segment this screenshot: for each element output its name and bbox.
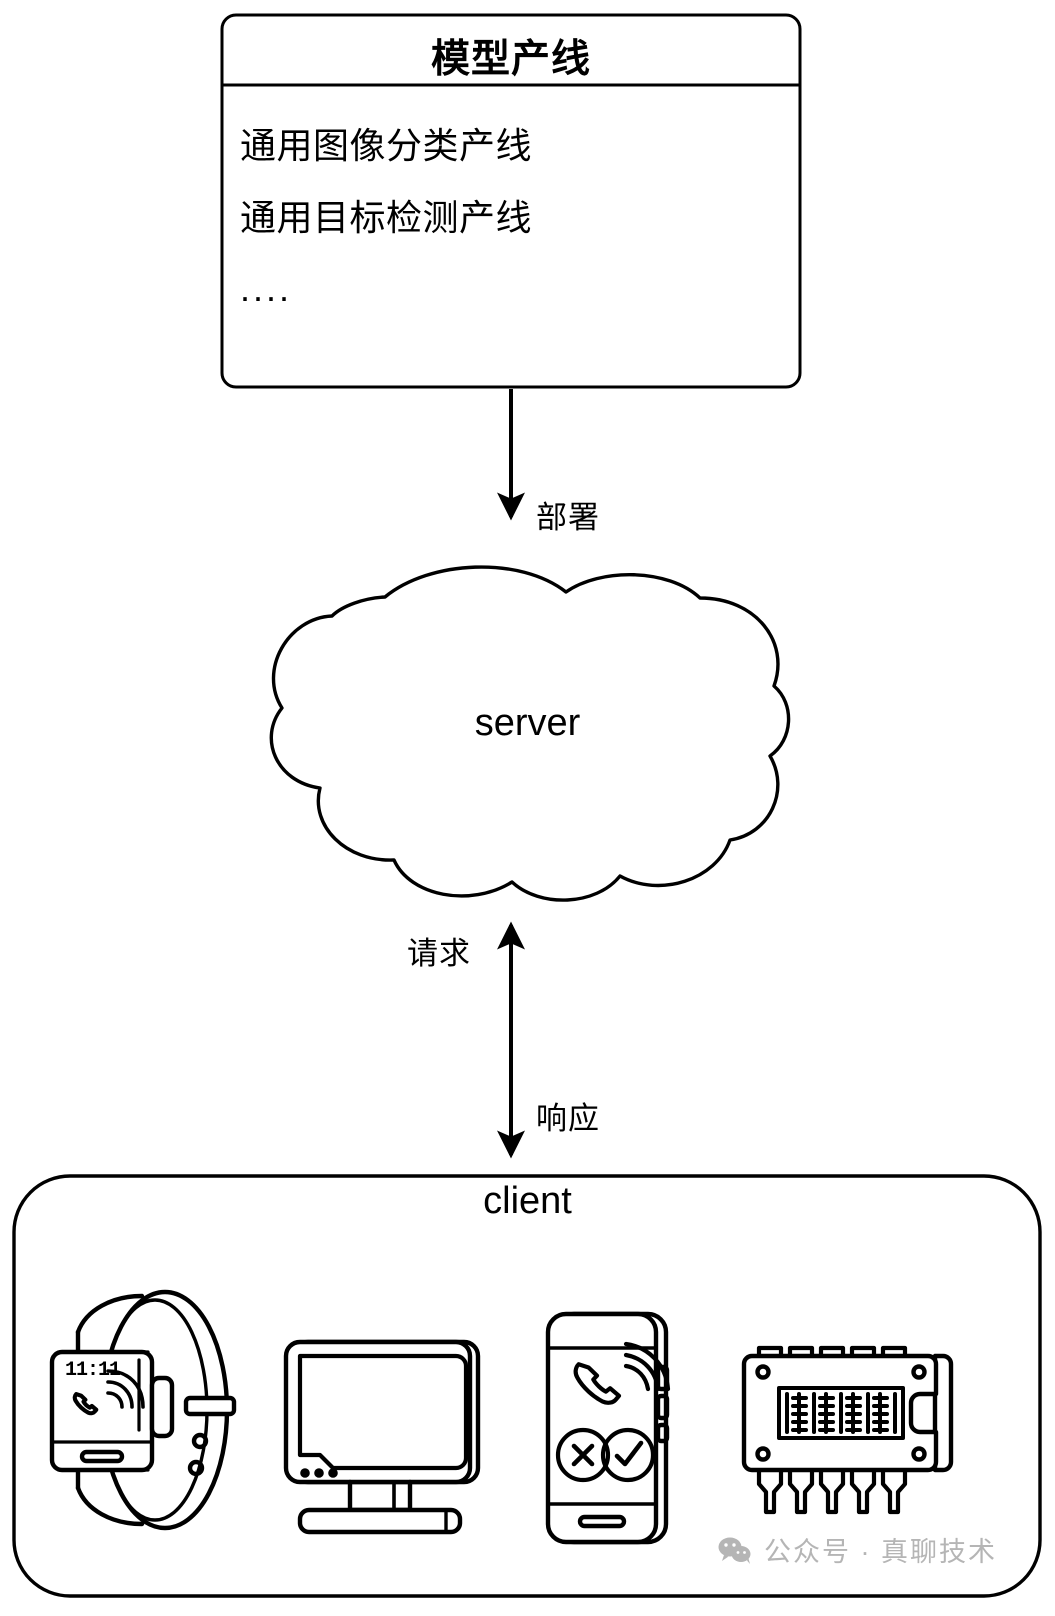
chip-pins-bottom: [756, 1467, 908, 1515]
pipeline-box-title: 模型产线: [430, 38, 591, 81]
wechat-icon: [718, 1537, 751, 1564]
watch-strap-hole: [191, 1432, 209, 1450]
watch-band-upper: [75, 1293, 145, 1335]
phone-reject-circle: [555, 1427, 611, 1483]
pipeline-item-image-classification[interactable]: 通用图像分类产线: [240, 125, 533, 166]
watch-wave-2: [106, 1380, 134, 1409]
server-label: server: [474, 702, 581, 744]
client-box[interactable]: [12, 1174, 1042, 1598]
chip-screw-hole: [911, 1364, 927, 1380]
smartwatch-icon: [49, 1289, 237, 1531]
pipeline-item-ellipsis: ....: [240, 268, 293, 309]
chip-body-rear: [932, 1353, 954, 1473]
pipeline-item-object-detection[interactable]: 通用目标检测产线: [240, 197, 533, 238]
watermark: 公众号 · 真聊技术: [718, 1530, 997, 1569]
monitor-led: [300, 1468, 310, 1478]
phone-accept-check: [614, 1440, 644, 1467]
pipeline-box-outline: [220, 13, 802, 389]
watch-handset-icon: [72, 1392, 99, 1416]
chip-die-traces: [785, 1392, 897, 1434]
smartwatch-screen-time: 11:11: [65, 1359, 121, 1382]
monitor-base: [297, 1507, 463, 1535]
pipeline-box[interactable]: [220, 13, 802, 389]
phone-wave-3: [623, 1341, 671, 1392]
phone-side-button[interactable]: [655, 1422, 670, 1444]
edge-label-response: 响应: [536, 1101, 600, 1136]
watch-strap-hole: [187, 1459, 205, 1477]
phone-wave-2: [623, 1352, 661, 1392]
monitor-screen[interactable]: [297, 1353, 469, 1471]
watch-buckle-bar: [183, 1395, 237, 1417]
watch-band-lower: [75, 1485, 145, 1527]
chip-screw-hole: [755, 1446, 771, 1462]
phone-handset-icon: [573, 1362, 622, 1405]
watch-home-button[interactable]: [79, 1449, 125, 1464]
watermark-text: 公众号 · 真聊技术: [764, 1537, 997, 1567]
watch-wave-1: [106, 1391, 124, 1409]
microchip-icon: [741, 1345, 954, 1515]
chip-pins-top: [756, 1345, 908, 1359]
watch-wave-3: [106, 1369, 145, 1409]
phone-reject-x-2: [571, 1443, 595, 1467]
phone-accept-circle: [600, 1427, 656, 1483]
server-cloud[interactable]: [269, 565, 791, 902]
smartphone-icon: [545, 1311, 671, 1545]
phone-reject-button[interactable]: [555, 1427, 611, 1483]
client-box-outline: [12, 1174, 1042, 1598]
chip-screw-hole: [911, 1446, 927, 1462]
edge-label-request: 请求: [407, 936, 471, 971]
monitor-led: [314, 1468, 324, 1478]
monitor-icon: [283, 1339, 481, 1535]
client-label: client: [483, 1180, 572, 1222]
chip-screw-hole: [755, 1364, 771, 1380]
phone-wave-1: [623, 1363, 651, 1392]
watch-crown[interactable]: [149, 1375, 175, 1439]
phone-side-button[interactable]: [655, 1393, 670, 1421]
monitor-led: [328, 1468, 338, 1478]
server-cloud-outline: [269, 565, 791, 902]
edge-label-deploy: 部署: [536, 500, 600, 535]
phone-home-button[interactable]: [577, 1514, 627, 1529]
phone-accept-button[interactable]: [600, 1427, 656, 1483]
